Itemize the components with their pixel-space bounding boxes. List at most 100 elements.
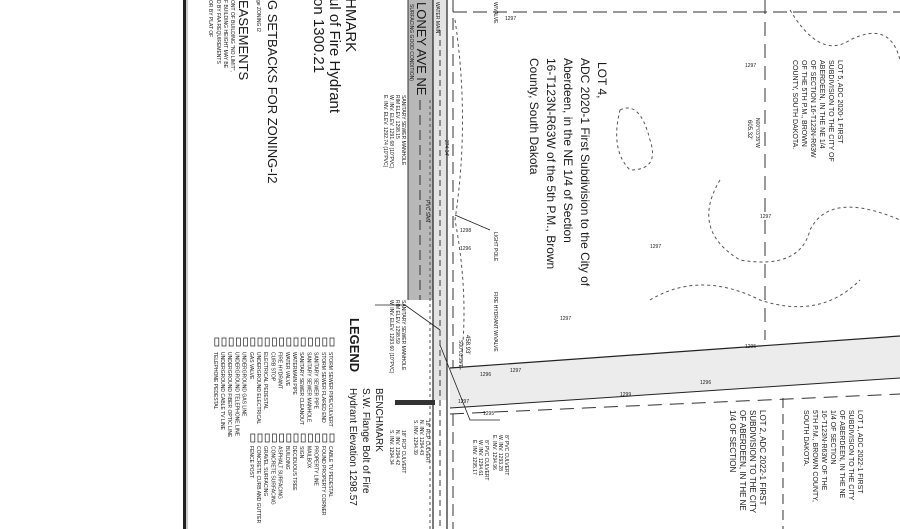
label-line: 18" RCP CULVERT [424,420,430,463]
legend-symbol-icon [293,337,299,347]
lot4-label: LOT 4, ADC 2020-1 First Subdivision to t… [527,58,609,287]
label-line: SANITARY SEWER MANHOLE [400,300,406,371]
legend-item-label: CONCRETE CURB AND GUTTER [255,446,261,524]
legend-symbol-icon [293,433,299,443]
lot1-line: SOUTH DAKOTA. [802,410,809,467]
benchmark-line: Hydrant Elevation 1298.57 [347,388,358,506]
legend-symbol-icon [315,433,320,443]
legend-symbol-icon [228,337,234,347]
distance-label: 274.34' [443,140,449,156]
lot1-line: 1/4 OF SECTION [829,410,836,464]
legend-symbol-icon [272,433,277,443]
contour-label: 1296 [700,380,711,386]
lot1-line: OF ABERDEEN, IN THE NE [838,410,845,498]
legend-symbol-icon [257,337,263,347]
legend-symbol-icon [264,337,270,347]
lot2-line: LOT 2, ADC 2022-1 FIRST [758,410,767,506]
lot4-line: ADC 2020-1 First Subdivision to the City… [578,58,592,287]
pvc-san-label: PVC SAN [424,200,430,222]
label-line: E. INV. 1294.96 [491,435,497,470]
legend-symbol-icon [322,337,328,347]
manhole2-label: SANITARY SEWER MANHOLE RIM ELEV. 1298.59… [388,300,406,374]
legend-item-label: MAILBOX [305,446,311,469]
light-pole-label: LIGHT POLE [492,232,498,262]
contour-label: 1295 [483,411,494,417]
contour-label: 1297 [458,399,469,405]
leader-line [454,214,491,231]
label-line: N. INV. 1294.43 [418,420,424,455]
legend-symbol-icon [308,337,313,347]
easements-note: OR BY PLAT OF [207,0,213,37]
legend-item-label: WATER VALVE [284,352,290,387]
lot2-label: LOT 2, ADC 2022-1 FIRST SUBDIVISION TO T… [728,410,767,514]
road-band-edge [449,377,900,409]
legend-item-label: UNDERGROUND ELECTRICAL [255,352,261,424]
legend-item-label: UNDERGROUND FIBER OPTIC LINE [226,352,232,438]
zoning-sub: ge ZONING I2 [255,0,261,32]
easements-title: EASEMENTS [236,0,251,81]
legend-item-label: FIRE HYDRANT [277,352,283,389]
legend-item-label: STORM SEWER FLARED END [320,352,326,423]
fire-hydrant-label: FIRE HYDRANT W/VALVE [492,292,498,352]
label-line: E. INV. ELEV. 1292.74 (10"PVC) [382,95,388,168]
lot5-line: SUBDIVISION TO THE CITY OF [827,60,834,162]
legend-item-label: SANITARY SEWER PIPE [313,352,319,410]
lot5-line: OF THE 5TH P.M., BROWN [800,60,807,147]
legend-item-label: CABLE TV PEDESTAL [327,446,333,497]
lot4-line: County, South Dakota [527,58,541,175]
pvc-culvert-label: 8" PVC CULVERT W. INV. 1293.28 E. INV. 1… [471,435,509,481]
distance-label: 458.93' [464,335,470,355]
legend-symbol-icon [329,337,335,347]
contour-label: 1297 [510,368,521,374]
lot5-line: ABERDEEN, IN THE NE 1/4 [818,60,825,149]
lot-line [449,393,900,415]
label-line: W. INV. ELEV. 1293.60 (10"PVC) [388,300,394,374]
legend-item-label: SANITARY SEWER CLEANOUT [298,352,304,425]
contour-label: 1297 [760,214,771,220]
benchmark-line: HMARK [342,0,359,52]
zoning-note: F BUILDING HEIGHT MAY BE [222,0,228,69]
lot2-line: 1/4 OF SECTION [728,410,737,472]
label-line: W. INV. ELEV. 1291.68 (10"PVC) [388,95,394,169]
legend-item-label: UNDERGROUND CABLE TV LINE [219,352,225,431]
label-line: 8" PVC CULVERT [483,440,489,481]
zoning-notes: G SETBACKS FOR ZONING-I2 ge ZONING I2 EA… [207,0,280,183]
legend-symbol-icon [286,433,292,443]
legend-symbol-icon [243,337,248,347]
label-line: RIM ELEV. 1298.59 [394,300,400,344]
contour-line [454,19,465,371]
legend-symbol-icon [264,433,270,443]
legend-symbol-icon [272,337,277,347]
contour-label: 1298 [460,228,471,234]
label-line: W. INV. 1293.28 [497,435,503,471]
zoning-title: G SETBACKS FOR ZONING-I2 [265,0,280,183]
legend-item-label: GAS VALVE [248,352,254,380]
contour-label: 1299 [620,392,631,398]
legend-symbol-icon [279,433,284,443]
legend-item-label: WATERMAIN PIPE [291,352,297,395]
legend-item-label: CURB STOP [269,352,275,382]
legend-symbol-icon [329,433,335,443]
sheet-border [183,0,186,529]
lot1-line: 5TH P.M., BROWN COUNTY, [811,410,818,502]
legend-symbol-icon [286,337,292,347]
contour-label: 1296 [460,246,471,252]
lot5-line: COUNTY, SOUTH DAKOTA. [791,60,798,149]
lot1-line: SUBDIVISION TO THE CITY [847,410,854,501]
manhole1-label: SANITARY SEWER MANHOLE RIM ELEV. 1298.15… [382,95,406,169]
legend-symbol-icon [279,337,284,347]
street-surfacing: SURFACING GOOD CONDITION) [408,4,414,81]
lot4-line: Aberdeen, in the NE 1/4 of Section [561,58,575,243]
legend-item-label: STORM SEWER PIPE/CULVERT [327,352,333,427]
label-line: W. INV. 1294.61 [477,440,483,476]
benchmark-bottom: BENCHMARK S.W. Flange Bolt of Fire Hydra… [347,388,384,506]
benchmark-top: HMARK ul of Fire Hydrant on 1300.21 [310,0,359,114]
label-line: S. INV. 1294.39 [412,420,418,455]
benchmark-line: S.W. Flange Bolt of Fire [360,388,371,494]
contour-label: 1296 [480,372,491,378]
lot1-label: LOT 1, ADC 2022-1 FIRST SUBDIVISION TO T… [802,410,863,502]
legend-symbol-icon [308,433,313,443]
street-name: LONEY AVE NE [414,2,429,96]
